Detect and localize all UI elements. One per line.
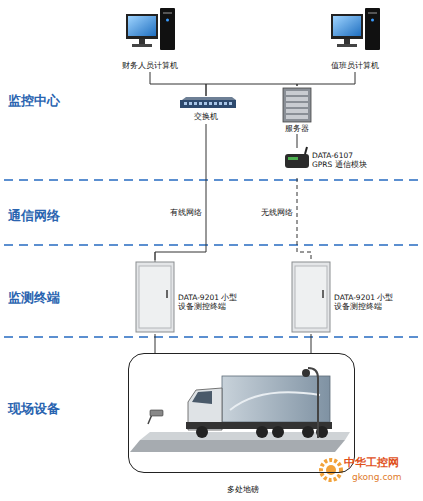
network-line	[297, 134, 298, 148]
computer-node: 财务人员计算机	[105, 8, 195, 72]
node-label: DATA-6107 GPRS 通信模块	[312, 151, 368, 169]
terminal-node: DATA-9201 小型设备测控终端	[288, 260, 403, 334]
node-label: 财务人员计算机	[105, 61, 195, 70]
node-label: 交换机	[175, 112, 237, 121]
node-label: DATA-9201 小型设备测控终端	[178, 293, 244, 311]
computer-icon	[126, 8, 175, 50]
node-label: 值班员计算机	[310, 61, 400, 70]
node-label: 服务器	[276, 124, 318, 133]
watermark-gear	[321, 460, 341, 480]
network-line	[206, 84, 297, 96]
computer-node: 值班员计算机	[310, 8, 400, 72]
section-label: 监测终端	[8, 289, 60, 307]
gprs-module-node: DATA-6107 GPRS 通信模块	[278, 148, 388, 178]
network-line	[150, 72, 206, 96]
field-equipment-node: 多处地磅	[128, 353, 355, 473]
section-label: 通信网络	[8, 207, 60, 225]
link-label: 有线网络	[170, 208, 202, 218]
switch-icon	[180, 97, 236, 108]
section-divider	[4, 180, 418, 337]
cabinet-icon	[292, 262, 330, 332]
network-line	[155, 124, 206, 260]
cabinet-icon	[136, 252, 174, 332]
network-line	[297, 72, 355, 86]
watermark-text: 中华工控网	[344, 455, 399, 470]
switch-node: 交换机	[175, 96, 237, 124]
node-label: DATA-9201 小型设备测控终端	[334, 293, 400, 311]
gprs-module-icon	[285, 147, 309, 168]
computer-icon	[331, 8, 380, 50]
wireless-link	[297, 178, 311, 260]
server-icon	[283, 88, 311, 122]
section-label: 现场设备	[8, 400, 60, 418]
network-line	[311, 334, 312, 353]
node-label: 多处地磅	[129, 485, 356, 494]
link-label: 无线网络	[261, 208, 293, 218]
section-label: 监控中心	[8, 92, 60, 110]
terminal-node: DATA-9201 小型设备测控终端	[132, 260, 247, 334]
server-node: 服务器	[276, 86, 318, 134]
watermark-text: gkong.com	[352, 472, 402, 482]
weighbridge-scene	[130, 368, 350, 452]
network-line	[155, 334, 156, 353]
